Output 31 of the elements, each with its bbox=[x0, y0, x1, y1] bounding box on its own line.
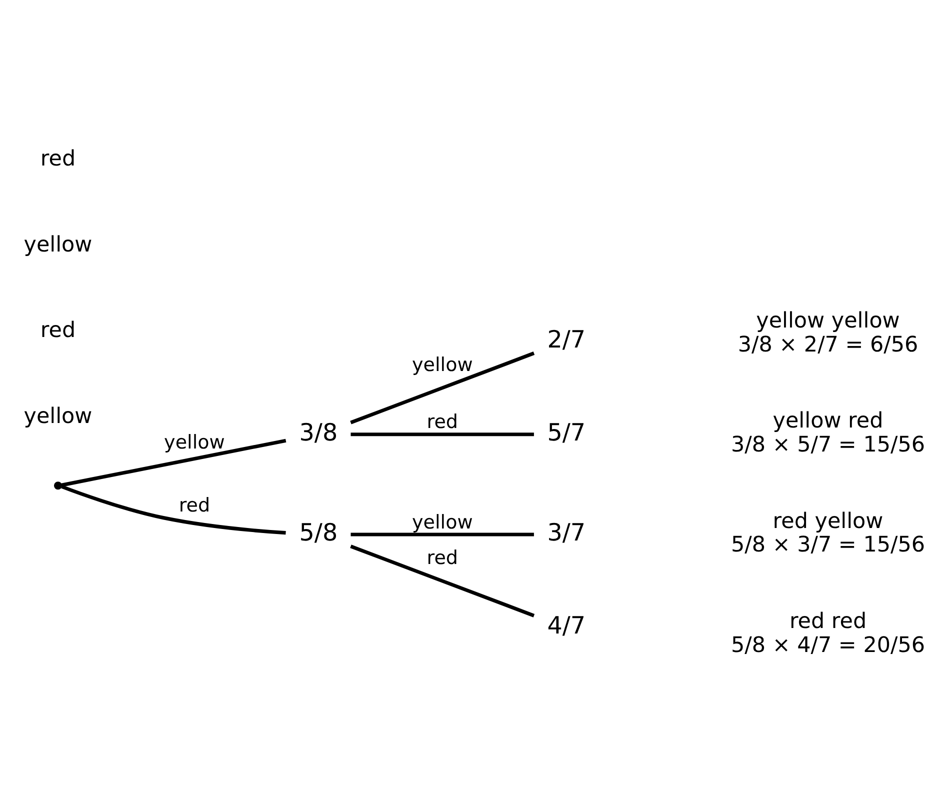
node-text: 5/8 bbox=[299, 518, 338, 546]
node-text: 2/7 bbox=[547, 324, 586, 353]
connector bbox=[350, 432, 534, 436]
edge-label: yellow bbox=[164, 430, 225, 453]
node-label: yellow red bbox=[772, 408, 884, 434]
label: red bbox=[40, 146, 76, 171]
node-label: red red bbox=[789, 608, 867, 634]
label: yellow bbox=[24, 403, 92, 428]
node-label: 5/8 × 4/7 = 20/56 bbox=[731, 632, 925, 658]
edge-label: red bbox=[426, 546, 458, 569]
node-text: 3/7 bbox=[547, 518, 586, 546]
edge-label: yellow bbox=[412, 353, 473, 376]
connector bbox=[350, 351, 535, 424]
label: yellow bbox=[24, 232, 92, 257]
node-label: 5/8 × 3/7 = 15/56 bbox=[731, 532, 925, 558]
node-text: 5/7 bbox=[547, 418, 586, 446]
edge-label: yellow bbox=[412, 510, 473, 533]
node-label: 3/8 × 5/7 = 15/56 bbox=[731, 432, 925, 458]
connector bbox=[61, 438, 286, 486]
node-text: 3/8 bbox=[299, 418, 338, 446]
connector bbox=[350, 532, 534, 536]
node-text: 4/7 bbox=[547, 610, 586, 639]
node-label: 3/8 × 2/7 = 6/56 bbox=[738, 332, 918, 357]
connector bbox=[61, 484, 286, 534]
node-point bbox=[54, 481, 62, 490]
connector bbox=[350, 544, 535, 617]
node-label: yellow yellow bbox=[756, 308, 900, 334]
edge-label: red bbox=[426, 410, 458, 433]
node-label: red yellow bbox=[772, 508, 884, 534]
edge-label: red bbox=[178, 494, 210, 516]
label: red bbox=[40, 318, 76, 343]
